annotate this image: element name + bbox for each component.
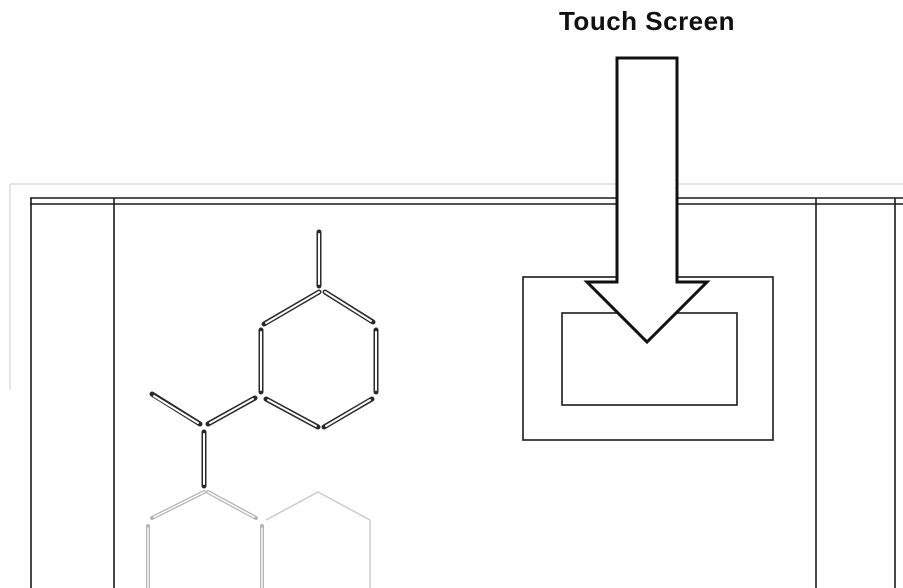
callout-arrow (583, 56, 711, 345)
hexagon-logo-inner (153, 233, 377, 485)
hexagon-logo (149, 229, 379, 489)
touch-screen-label: Touch Screen (558, 6, 735, 36)
device-left-panel (30, 198, 115, 588)
hexagon-logo-ghost (265, 491, 371, 588)
hexagon-logo-faded (146, 490, 264, 588)
device-right-panel (815, 198, 896, 588)
device-outer-frame (9, 183, 903, 390)
device-top-bezel (30, 197, 903, 205)
